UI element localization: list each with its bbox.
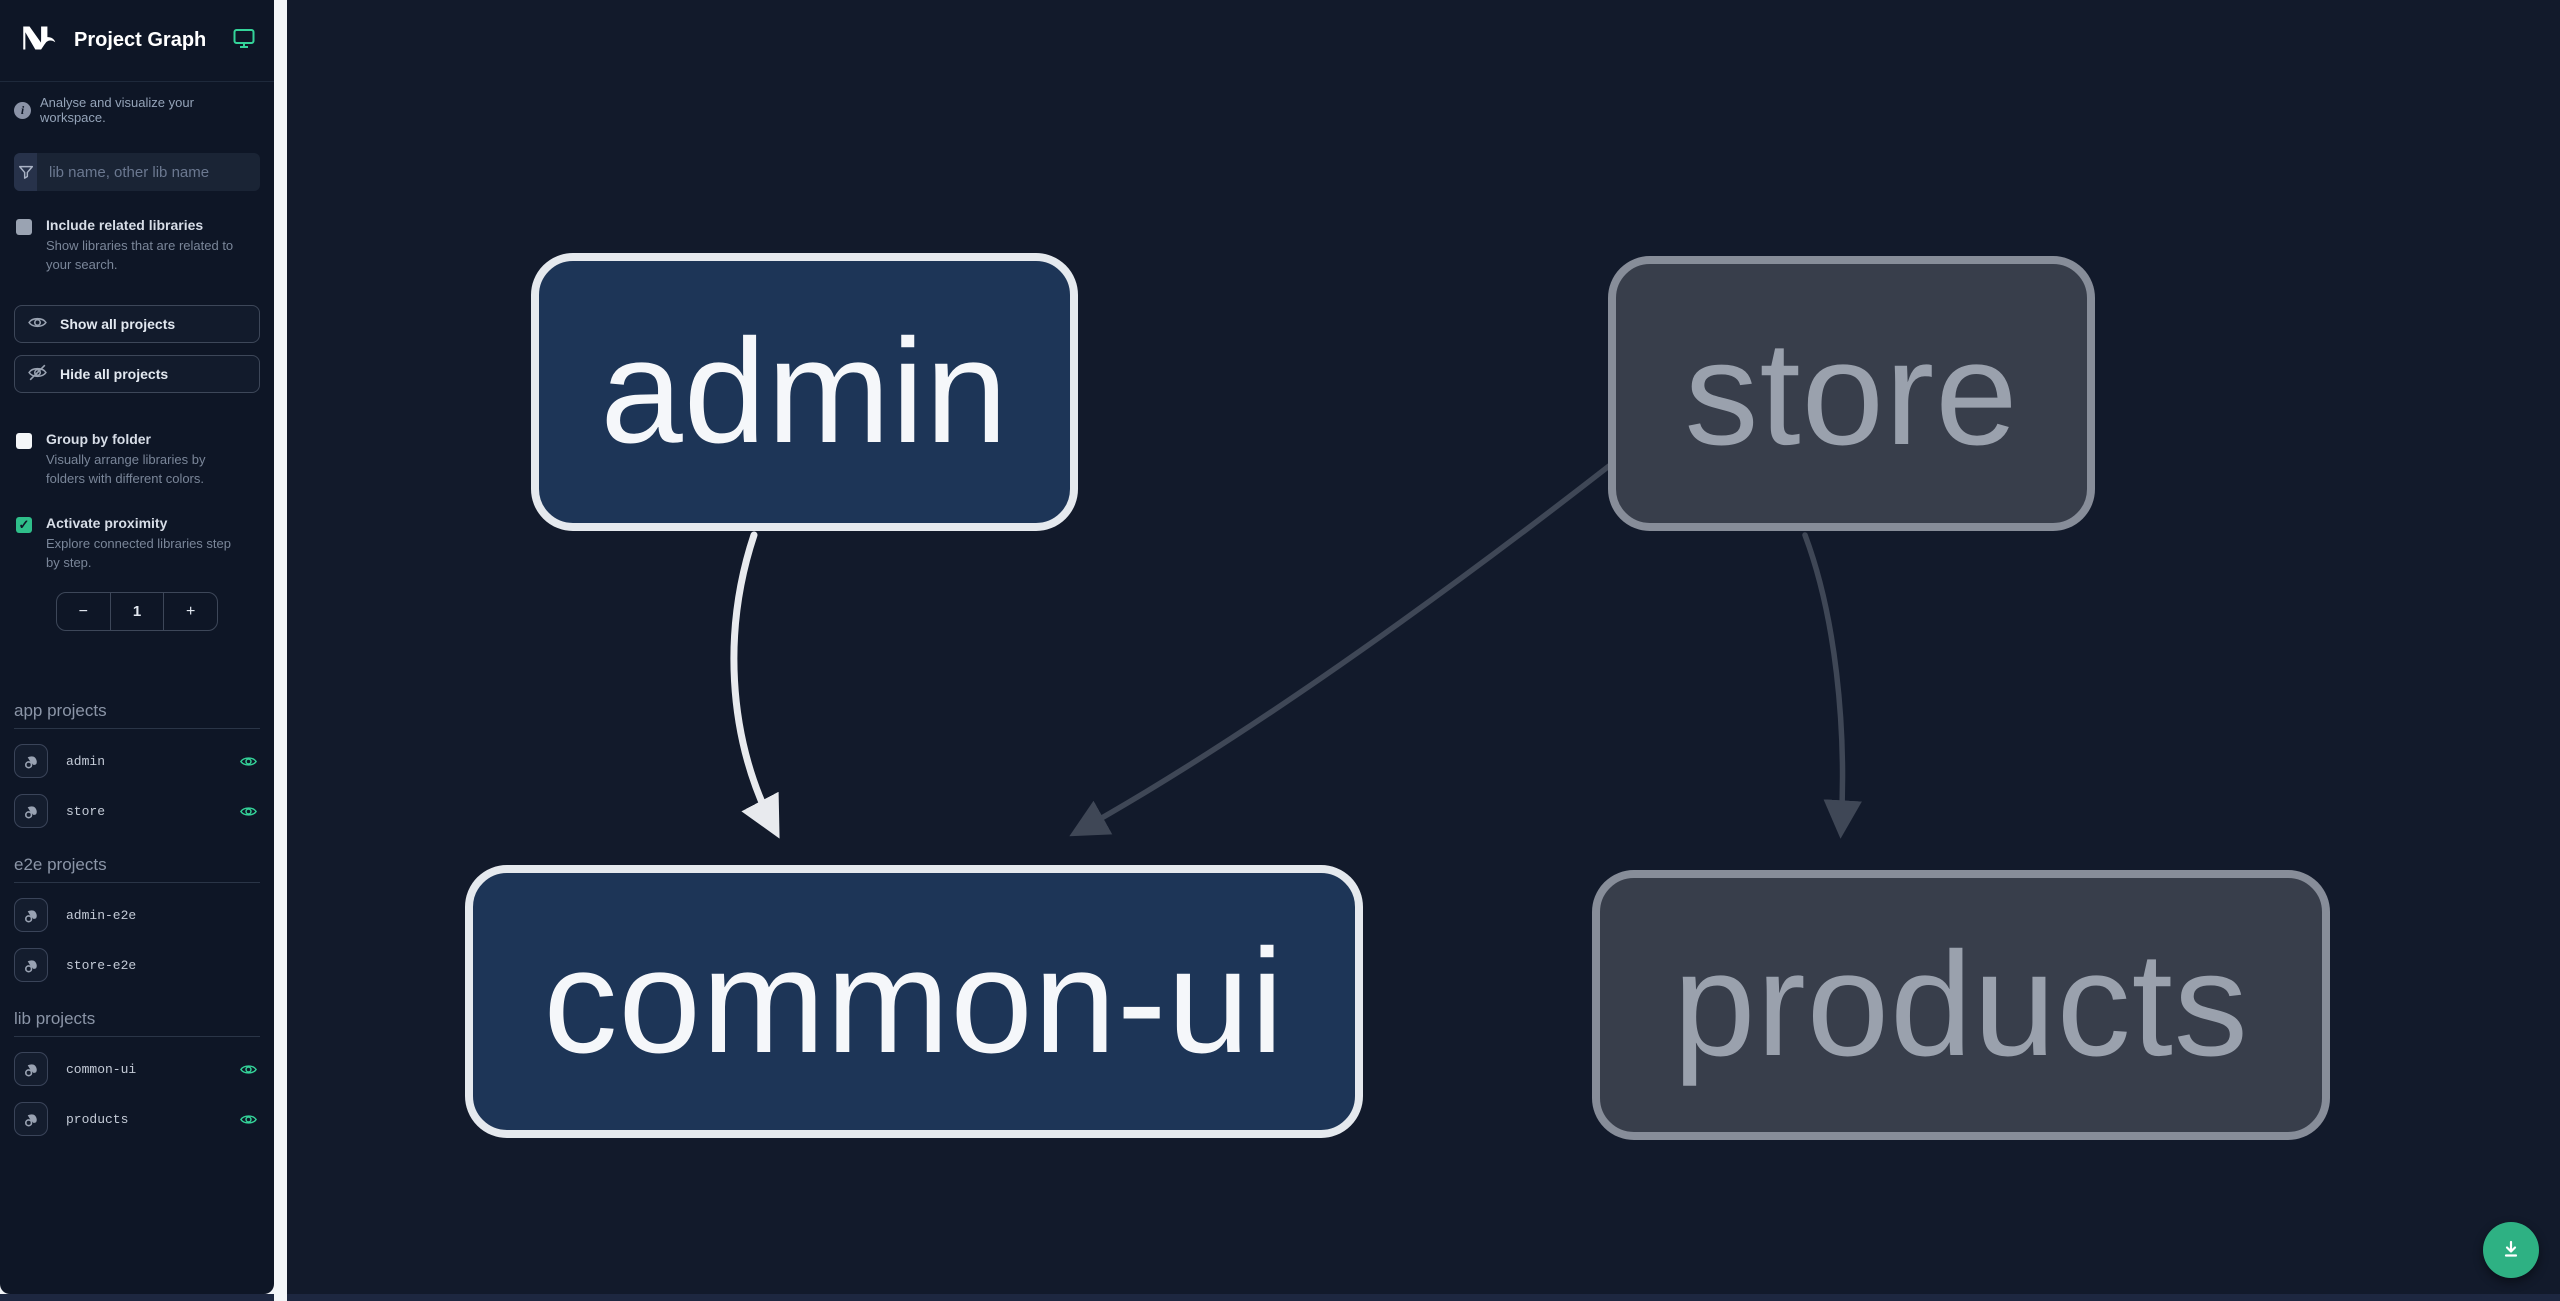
focus-project-button[interactable] [14,1052,48,1087]
edge-admin-to-common-ui[interactable] [730,531,780,839]
option-activate-proximity: ✓ Activate proximity Explore connected l… [0,515,274,573]
show-all-projects-button[interactable]: Show all projects [14,304,260,343]
download-icon [2499,1237,2523,1264]
sidebar: Project Graph i Analyse and visualize yo… [0,0,274,1294]
edge-store-to-products[interactable] [1802,532,1862,839]
section-title: app projects [14,701,260,730]
project-row-store-e2e: store-e2e [0,947,274,983]
section-title: lib projects [14,1009,260,1038]
app-title: Project Graph [74,29,207,51]
checkbox-activate-proximity[interactable]: ✓ [16,516,32,533]
checkbox-group-by-folder[interactable] [16,432,32,449]
section-app-projects: app projects admin [0,701,274,829]
graph-node-common-ui[interactable]: common-ui [465,865,1363,1138]
toggle-visibility-eye-icon[interactable] [237,1110,260,1129]
info-icon: i [14,101,31,119]
edge-store-to-common-ui[interactable] [1069,463,1612,837]
project-row-common-ui: common-ui [0,1051,274,1087]
option-group-by-folder: Group by folder Visually arrange librari… [0,431,274,489]
focus-project-button[interactable] [14,794,48,829]
graph-node-products[interactable]: products [1592,870,2330,1140]
toggle-visibility-eye-icon[interactable] [237,752,260,771]
focus-project-button[interactable] [14,898,48,933]
proximity-value[interactable]: 1 [109,593,164,631]
focus-project-button[interactable] [14,744,48,779]
project-row-products: products [0,1101,274,1137]
proximity-increment-button[interactable]: + [163,593,217,631]
focus-project-button[interactable] [14,948,48,983]
project-row-admin: admin [0,743,274,779]
filter-icon [14,153,37,191]
proximity-stepper: − 1 + [56,592,218,632]
nx-logo [18,17,60,64]
section-lib-projects: lib projects common-ui [0,1009,274,1137]
graph-node-admin[interactable]: admin [531,253,1078,531]
proximity-decrement-button[interactable]: − [78,602,88,620]
option-include-related: Include related libraries Show libraries… [0,217,274,275]
focus-project-button[interactable] [14,1102,48,1137]
search-box [14,153,260,191]
checkbox-include-related[interactable] [16,219,32,235]
project-row-admin-e2e: admin-e2e [0,897,274,933]
search-input[interactable] [37,153,260,191]
workspace-tagline: i Analyse and visualize your workspace. [0,82,274,137]
graph-edges [730,463,1862,839]
graph-node-store[interactable]: store [1608,256,2095,531]
eye-off-icon [27,362,48,386]
hide-all-projects-button[interactable]: Hide all projects [14,354,260,393]
sidebar-header: Project Graph [0,0,274,82]
project-row-store: store [0,793,274,829]
toggle-visibility-eye-icon[interactable] [237,1060,260,1079]
graph-canvas[interactable]: admin store common-ui products [287,0,2560,1301]
sidebar-canvas-divider [274,0,287,1301]
section-title: e2e projects [14,855,260,884]
monitor-icon [232,26,256,55]
eye-icon [27,312,48,336]
bottom-edge-strip [0,1294,2560,1301]
download-image-button[interactable] [2483,1222,2539,1278]
section-e2e-projects: e2e projects admin-e2e store-e2 [0,855,274,983]
toggle-visibility-eye-icon[interactable] [237,802,260,821]
